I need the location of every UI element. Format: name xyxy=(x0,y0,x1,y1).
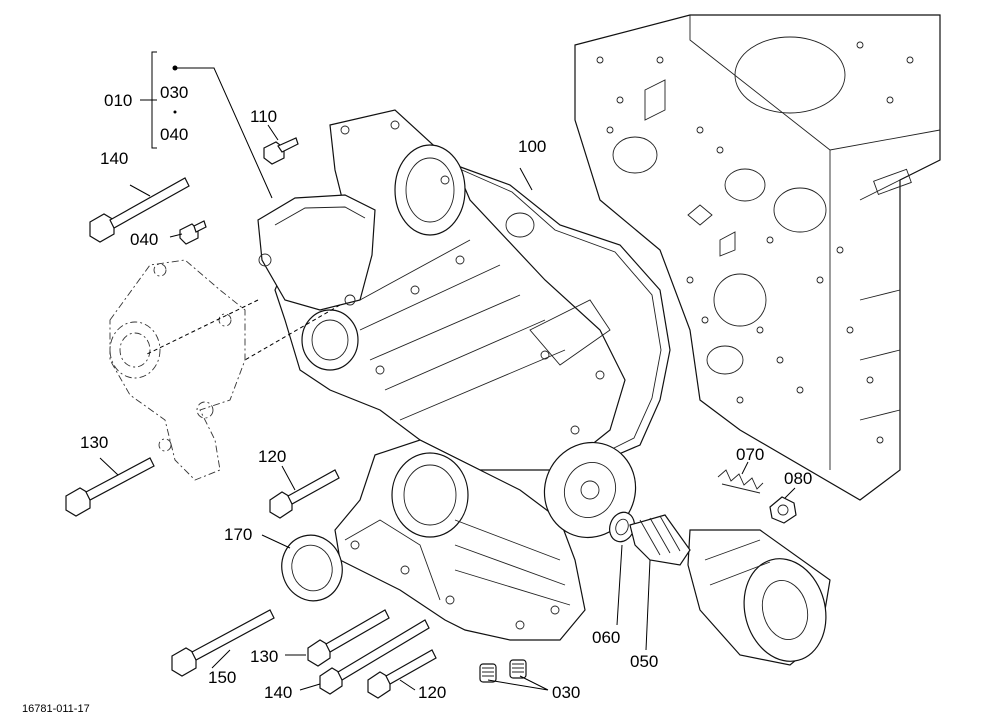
drain-plugs xyxy=(479,659,527,683)
figure-id: 16781-011-17 xyxy=(22,703,90,715)
label-080: 080 xyxy=(784,469,812,488)
relief-spring xyxy=(717,469,764,494)
label-170: 170 xyxy=(224,525,252,544)
label-070: 070 xyxy=(736,445,764,464)
oil-filter xyxy=(687,529,831,666)
label-040-top: 040 xyxy=(160,125,188,144)
label-110: 110 xyxy=(250,107,277,126)
part-labels: 010 030 040 110 140 040 100 130 120 170 … xyxy=(22,83,812,715)
bracket-dot xyxy=(172,65,178,71)
label-040: 040 xyxy=(130,230,158,249)
bolt-140-bottom xyxy=(319,619,430,695)
bolt-110 xyxy=(263,137,299,165)
oil-seal xyxy=(281,534,343,602)
label-050: 050 xyxy=(630,652,658,671)
label-130-left: 130 xyxy=(80,433,108,452)
bolt-040 xyxy=(179,220,207,245)
label-140-bottom: 140 xyxy=(264,683,292,702)
label-150: 150 xyxy=(208,668,236,687)
bracket-dot-small xyxy=(173,110,177,114)
thermostat-housing xyxy=(257,194,376,371)
label-130-bottom: 130 xyxy=(250,647,278,666)
label-030-top: 030 xyxy=(160,83,188,102)
label-140-top: 140 xyxy=(100,149,128,168)
label-060: 060 xyxy=(592,628,620,647)
leader-lines xyxy=(99,51,796,691)
bolt-120-mid xyxy=(269,469,340,519)
relief-plug xyxy=(769,496,797,524)
oil-pan xyxy=(334,439,586,641)
label-030-bottom: 030 xyxy=(552,683,580,702)
gear-case xyxy=(274,109,626,471)
bolt-140-top xyxy=(89,177,190,243)
filter-nipple xyxy=(629,514,691,566)
label-120-bottom: 120 xyxy=(418,683,446,702)
water-pump xyxy=(109,259,246,481)
bolt-130-bottom xyxy=(307,609,390,667)
label-100: 100 xyxy=(518,137,546,156)
label-120-mid: 120 xyxy=(258,447,286,466)
label-010: 010 xyxy=(104,91,132,110)
bolt-130-left xyxy=(65,457,155,517)
engine-block xyxy=(574,14,941,501)
bolt-120-bottom xyxy=(367,649,437,699)
oil-filter-flange xyxy=(543,441,637,539)
bolt-150 xyxy=(171,609,275,677)
